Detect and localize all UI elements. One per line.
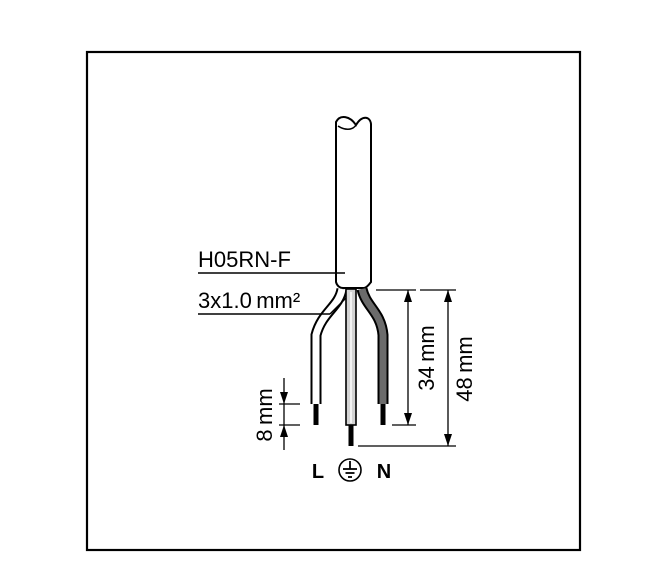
earth-length-dimension bbox=[358, 289, 456, 447]
live-wire-insulation bbox=[312, 288, 346, 404]
neutral-length-label: 34 mm bbox=[414, 325, 439, 391]
neutral-terminal-label: N bbox=[377, 461, 391, 483]
strip-length-label: 8 mm bbox=[252, 388, 277, 441]
neutral-length-dimension bbox=[376, 289, 416, 426]
neutral-wire-insulation bbox=[358, 287, 387, 404]
strip-length-dimension bbox=[279, 378, 300, 450]
earth-arrow-bottom bbox=[444, 434, 452, 446]
diagram-frame bbox=[85, 50, 582, 552]
cross-section-label: 3x1.0 mm² bbox=[198, 288, 300, 313]
cross-section-leader-diagonal bbox=[329, 297, 347, 315]
strip-arrow-bottom bbox=[280, 425, 288, 437]
cable-break-line bbox=[337, 124, 357, 130]
live-terminal-label: L bbox=[312, 461, 324, 483]
earth-ground-icon bbox=[338, 458, 362, 482]
cable-sheath bbox=[335, 116, 372, 289]
neutral-arrow-bottom bbox=[404, 413, 412, 425]
cable-type-label: H05RN-F bbox=[198, 247, 291, 272]
strip-arrow-top bbox=[280, 392, 288, 404]
neutral-arrow-top bbox=[404, 290, 412, 302]
earth-arrow-top bbox=[444, 290, 452, 302]
earth-length-label: 48 mm bbox=[452, 336, 477, 402]
